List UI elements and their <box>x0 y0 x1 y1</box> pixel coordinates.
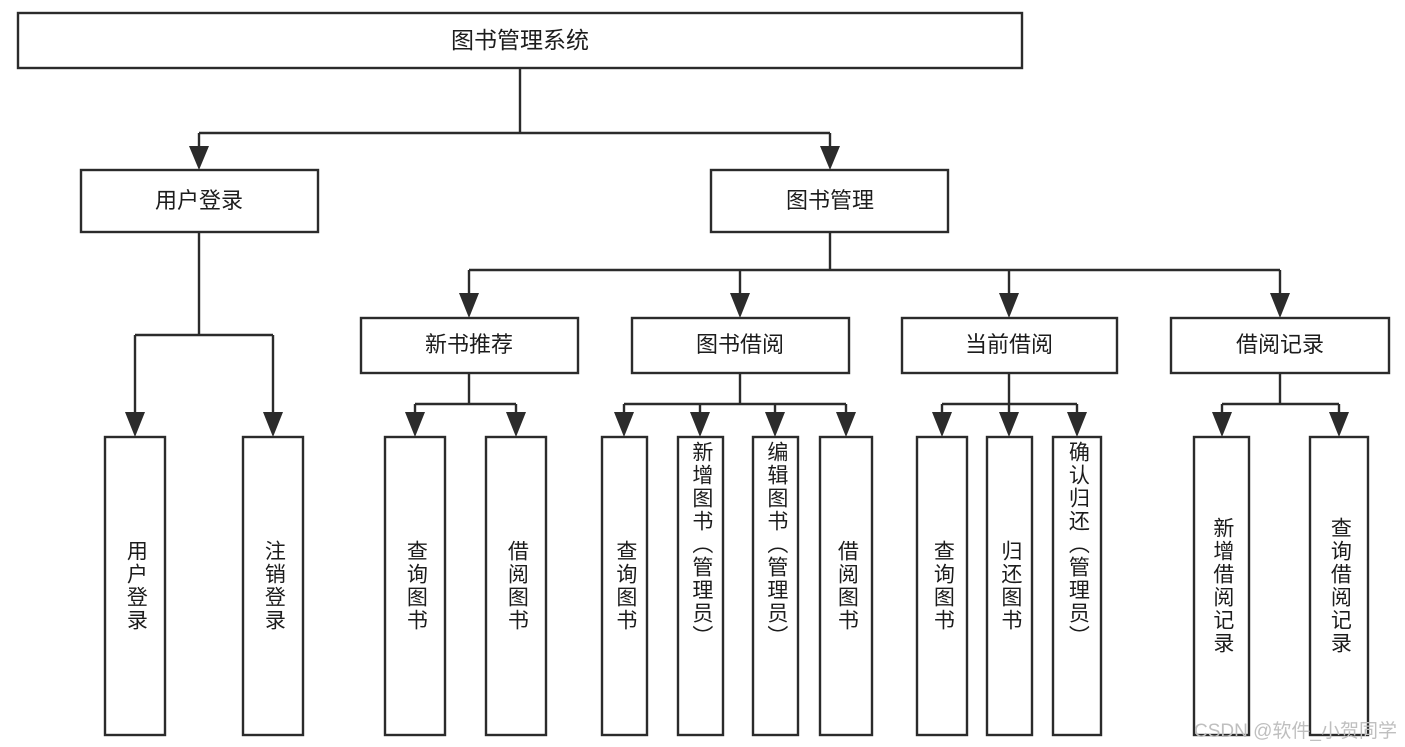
connectors-root-to-level2 <box>189 68 840 170</box>
connectors-userlogin-to-leaves <box>125 232 283 437</box>
leaf-box-add-book-admin[interactable] <box>676 435 725 737</box>
leaf-boxes-user-login[interactable] <box>103 435 305 737</box>
node-borrow-record-label: 借阅记录 <box>1236 332 1324 357</box>
node-user-login-label: 用户登录 <box>155 188 243 213</box>
arrowhead-userlogin-leaf-1 <box>125 412 145 437</box>
arrowhead-to-book-manage <box>820 146 840 170</box>
arrowhead-bookborrow-leaf-3 <box>765 412 785 437</box>
arrowhead-to-user-login <box>189 146 209 170</box>
leaf-box-return-book[interactable] <box>985 435 1034 737</box>
arrowhead-to-new-book <box>459 293 479 318</box>
connectors-bookborrow-to-leaves <box>614 373 856 437</box>
leaf-box-edit-book-admin[interactable] <box>751 435 800 737</box>
node-current-borrow-label: 当前借阅 <box>965 332 1053 357</box>
node-current-borrow-box[interactable] <box>900 316 1119 375</box>
node-book-borrow-label: 图书借阅 <box>696 332 784 357</box>
node-new-book-recommend-box[interactable] <box>359 316 580 375</box>
leaf-boxes-new-book[interactable] <box>383 435 548 737</box>
arrowhead-borrowrecord-leaf-1 <box>1212 412 1232 437</box>
arrowhead-currentborrow-leaf-1 <box>932 412 952 437</box>
leaf-box-borrow-book-1[interactable] <box>484 435 548 737</box>
leaf-box-borrow-book-2[interactable] <box>818 435 874 737</box>
arrowhead-newbook-leaf-2 <box>506 412 526 437</box>
connectors-currentborrow-to-leaves <box>932 373 1087 437</box>
node-borrow-record-box[interactable] <box>1169 316 1391 375</box>
leaf-boxes-borrow-record[interactable] <box>1192 435 1370 737</box>
node-book-manage-label: 图书管理 <box>786 188 874 213</box>
arrowhead-newbook-leaf-1 <box>405 412 425 437</box>
arrowhead-to-current-borrow <box>999 293 1019 318</box>
connectors-newbook-to-leaves <box>405 373 526 437</box>
arrowhead-currentborrow-leaf-2 <box>999 412 1019 437</box>
arrowhead-borrowrecord-leaf-2 <box>1329 412 1349 437</box>
node-new-book-recommend[interactable]: 新书推荐 <box>359 316 580 375</box>
node-borrow-record[interactable]: 借阅记录 <box>1169 316 1391 375</box>
node-user-login-box[interactable] <box>79 168 320 234</box>
node-book-manage[interactable]: 图书管理 <box>709 168 950 234</box>
leaf-box-confirm-return-admin[interactable] <box>1051 435 1103 737</box>
leaf-boxes-book-borrow[interactable] <box>600 435 874 737</box>
node-book-borrow[interactable]: 图书借阅 <box>630 316 851 375</box>
node-root-box[interactable] <box>16 11 1024 70</box>
leaf-box-logout[interactable] <box>241 435 305 737</box>
arrowhead-to-book-borrow <box>730 293 750 318</box>
node-book-manage-box[interactable] <box>709 168 950 234</box>
node-book-borrow-box[interactable] <box>630 316 851 375</box>
leaf-box-query-borrow-record[interactable] <box>1308 435 1370 737</box>
connectors-borrowrecord-to-leaves <box>1212 373 1349 437</box>
arrowhead-currentborrow-leaf-3 <box>1067 412 1087 437</box>
node-current-borrow[interactable]: 当前借阅 <box>900 316 1119 375</box>
leaf-boxes-current-borrow[interactable] <box>915 435 1103 737</box>
connectors-bookmanage-to-level3 <box>459 232 1290 318</box>
node-new-book-recommend-label: 新书推荐 <box>425 332 513 357</box>
leaf-box-query-book-2[interactable] <box>600 435 649 737</box>
arrowhead-userlogin-leaf-2 <box>263 412 283 437</box>
arrowhead-bookborrow-leaf-4 <box>836 412 856 437</box>
node-root[interactable]: 图书管理系统 <box>16 11 1024 70</box>
arrowhead-bookborrow-leaf-1 <box>614 412 634 437</box>
leaf-box-user-login[interactable] <box>103 435 167 737</box>
leaf-box-add-borrow-record[interactable] <box>1192 435 1251 737</box>
arrowhead-bookborrow-leaf-2 <box>690 412 710 437</box>
node-root-label: 图书管理系统 <box>451 27 589 53</box>
node-user-login[interactable]: 用户登录 <box>79 168 320 234</box>
leaf-box-query-book-1[interactable] <box>383 435 447 737</box>
leaf-box-query-book-3[interactable] <box>915 435 969 737</box>
arrowhead-to-borrow-record <box>1270 293 1290 318</box>
